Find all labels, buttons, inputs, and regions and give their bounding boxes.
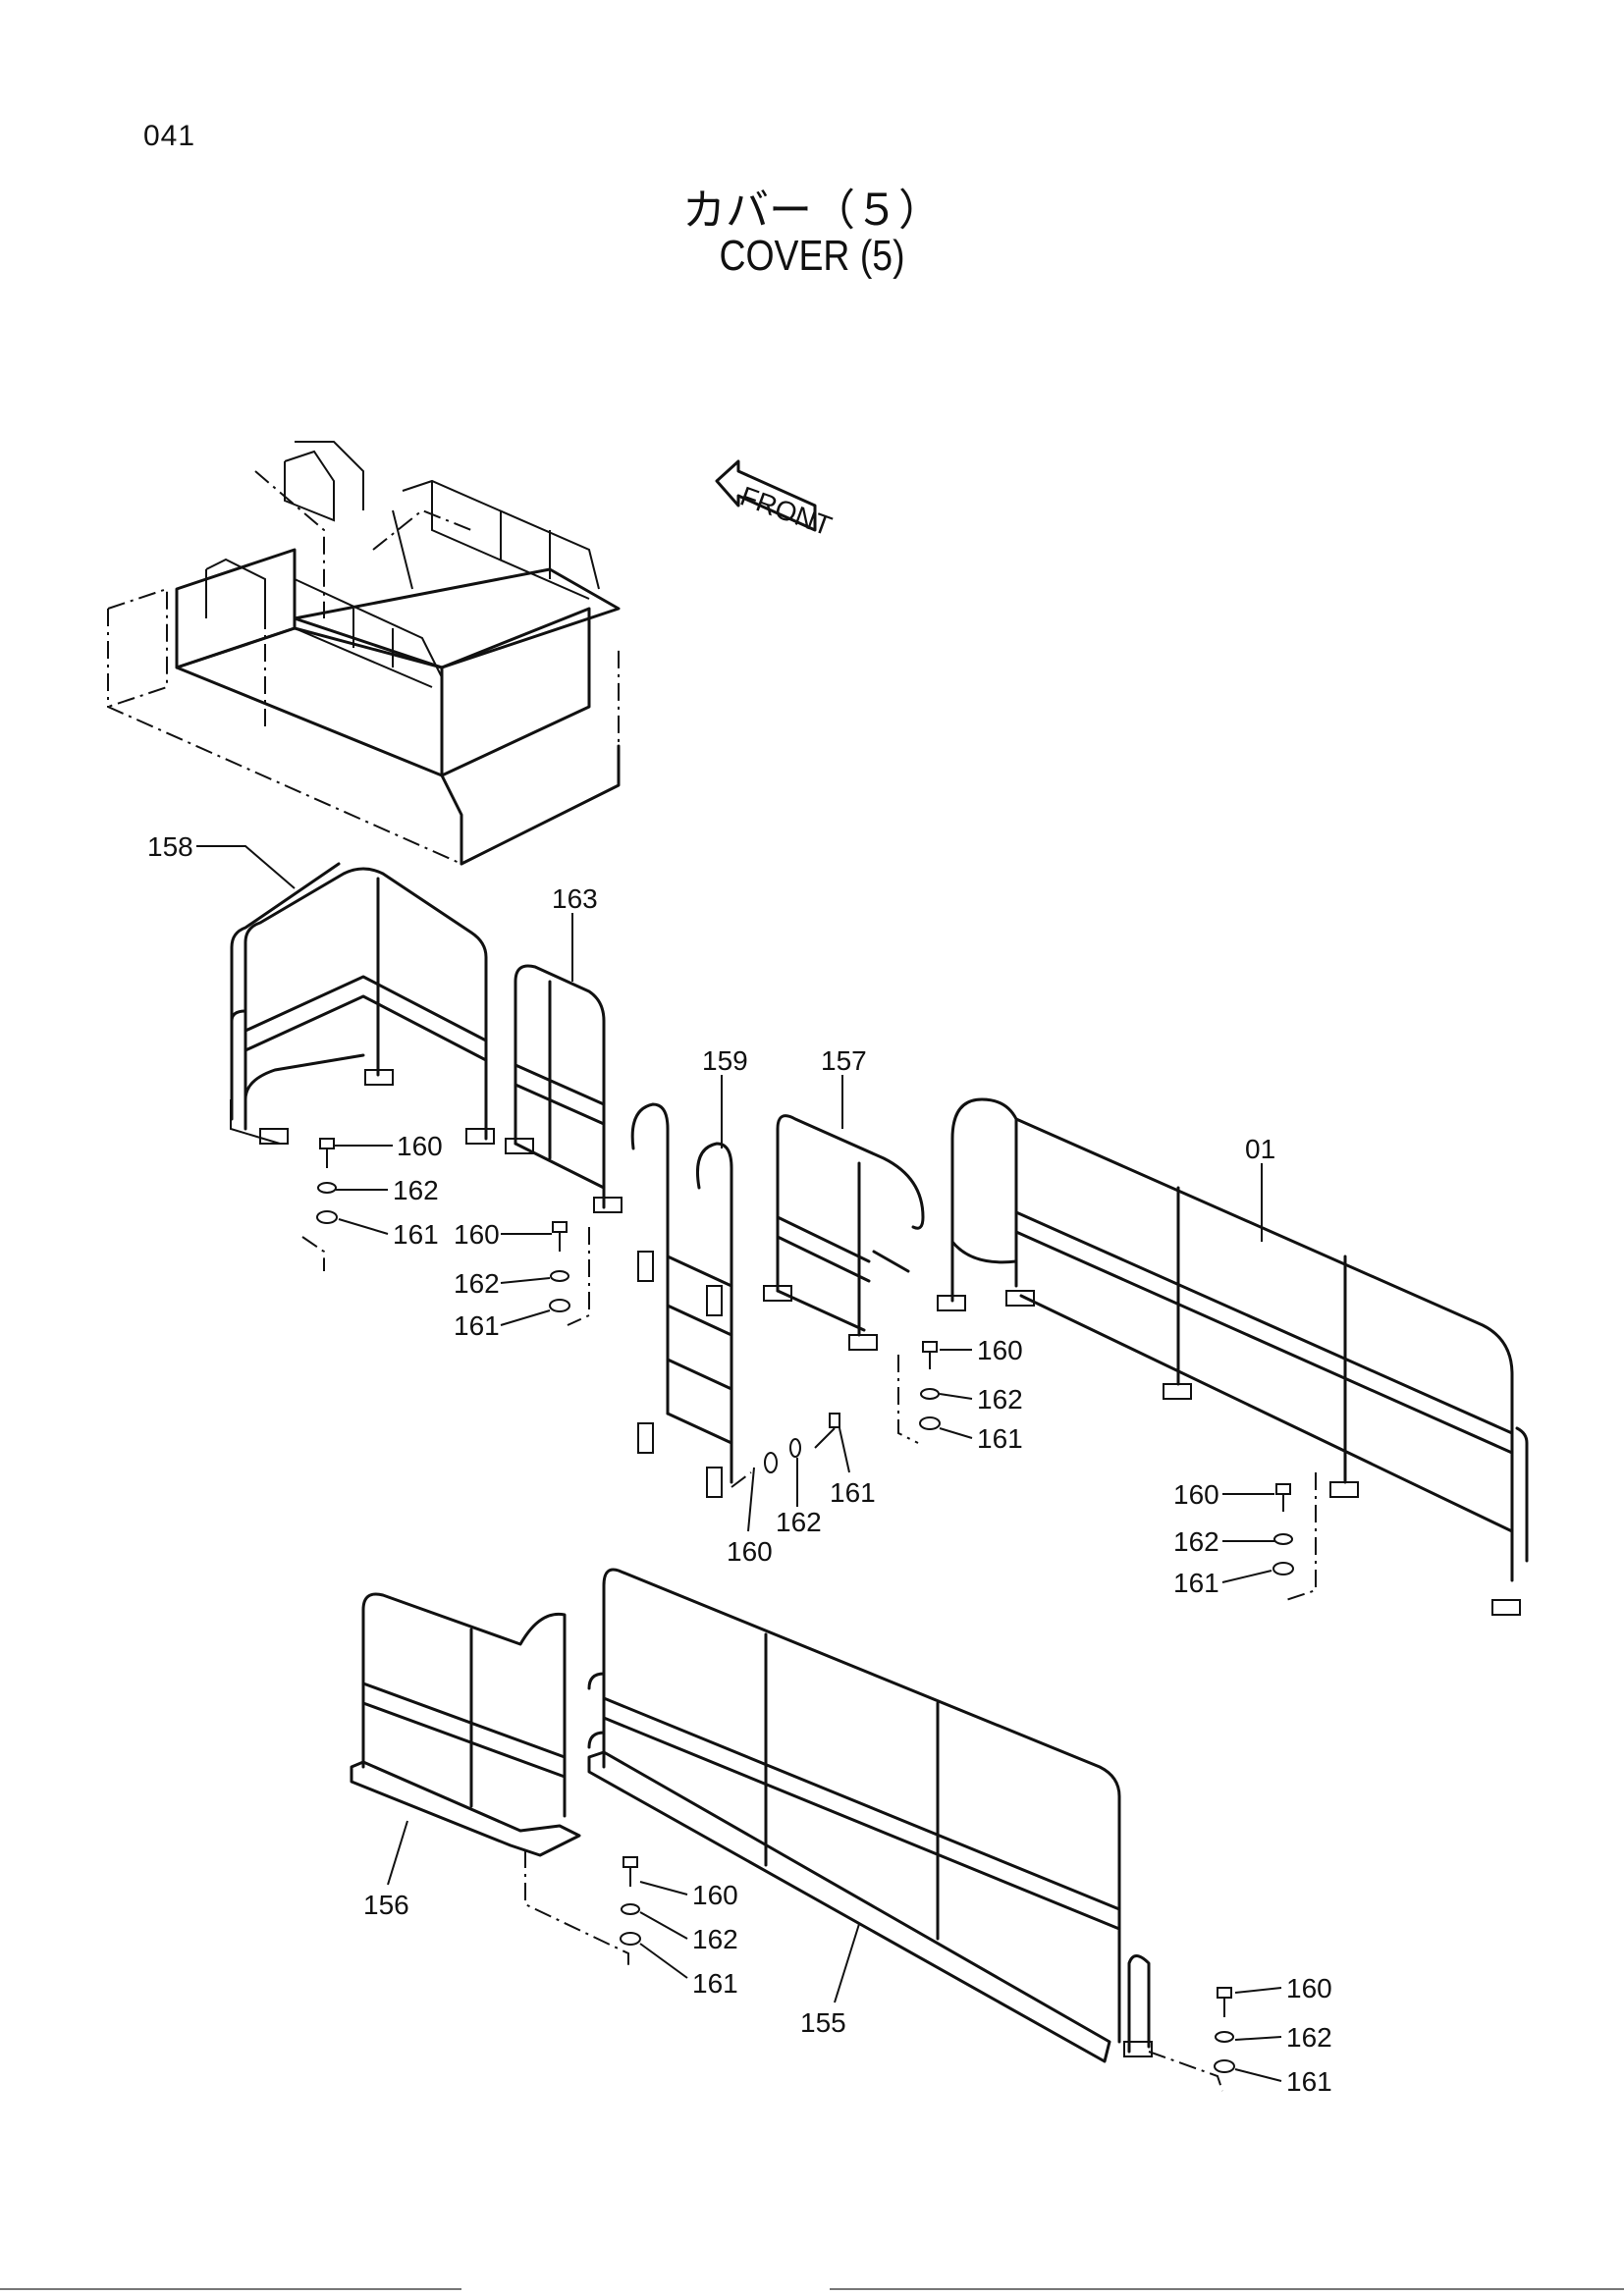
fastener-group-d (731, 1413, 840, 1488)
callout-162: 162 (454, 1268, 500, 1299)
callout-162: 162 (977, 1384, 1023, 1415)
fastener-group-e (1272, 1472, 1317, 1601)
callout-labels: 158 163 159 157 01 160 162 161 160 162 1… (147, 831, 1332, 2097)
fastener-group-c (897, 1341, 941, 1444)
railing-155 (587, 1568, 1153, 2063)
railing-156 (350, 1592, 581, 1857)
callout-160: 160 (397, 1131, 443, 1161)
callout-163: 163 (552, 883, 598, 914)
railing-01 (937, 1097, 1529, 1616)
callout-160: 160 (1173, 1479, 1219, 1510)
callout-162: 162 (1286, 2022, 1332, 2053)
callout-161: 161 (1173, 1568, 1219, 1598)
callout-160: 160 (977, 1335, 1023, 1365)
front-label: FRONT (736, 481, 836, 542)
callout-162: 162 (393, 1175, 439, 1205)
callout-158: 158 (147, 831, 193, 862)
footer-rule-right (830, 2288, 1624, 2290)
callout-161: 161 (393, 1219, 439, 1250)
callout-157: 157 (821, 1045, 867, 1076)
footer-rule-left (0, 2288, 461, 2290)
fastener-group-f (524, 1850, 641, 1968)
callout-162: 162 (692, 1924, 738, 1954)
callout-161: 160 (727, 1536, 773, 1567)
fastener-group-b (549, 1221, 590, 1326)
callout-156: 156 (363, 1890, 409, 1920)
callout-161: 161 (692, 1968, 738, 1999)
callout-162: 162 (1173, 1526, 1219, 1557)
front-arrow: FRONT (715, 459, 836, 542)
machine-overview (107, 441, 621, 866)
fastener-group-a (301, 1138, 338, 1271)
page-number: 041 (143, 120, 196, 152)
railing-157 (763, 1114, 925, 1351)
railing-163 (505, 964, 623, 1213)
leader-lines (196, 845, 1282, 2082)
callout-160: 160 (692, 1880, 738, 1910)
title-japanese: カバー（５） (682, 186, 942, 236)
ladder-159 (630, 1102, 733, 1498)
callout-160: 160 (1286, 1973, 1332, 2003)
callout-160: 160 (454, 1219, 500, 1250)
callout-161: 161 (454, 1310, 500, 1341)
callout-155: 155 (800, 2007, 846, 2038)
callout-160: 161 (830, 1477, 876, 1508)
callout-01: 01 (1245, 1134, 1275, 1164)
callout-161: 161 (977, 1423, 1023, 1454)
title-english: COVER (5) (719, 232, 905, 280)
railing-158 (230, 862, 495, 1145)
callout-159: 159 (702, 1045, 748, 1076)
fastener-group-g (1148, 1987, 1235, 2092)
callout-161: 161 (1286, 2066, 1332, 2097)
callout-162: 162 (776, 1507, 822, 1537)
